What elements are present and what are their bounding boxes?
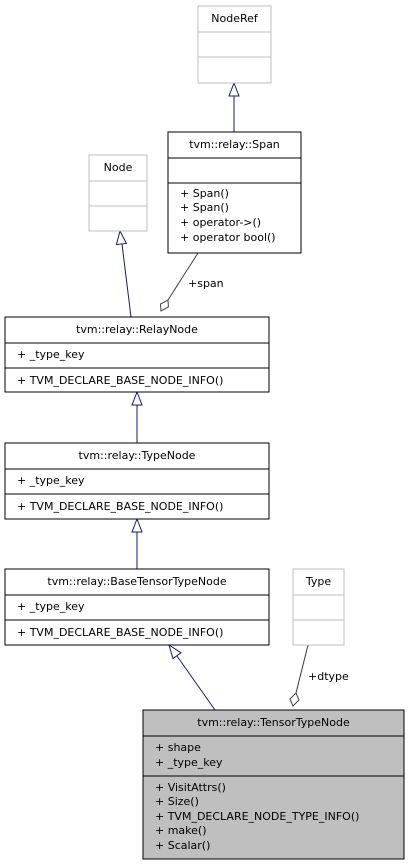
class-type-title: Type [305, 575, 331, 588]
class-basetensortypenode: tvm::relay::BaseTensorTypeNode + _type_k… [4, 568, 270, 646]
class-span-method-3: + operator bool() [180, 231, 276, 244]
class-relaynode-attr-0: + _type_key [17, 348, 85, 361]
class-span-title: tvm::relay::Span [189, 138, 280, 151]
edge-basetensortypenode-inherits-typenode [131, 517, 143, 569]
class-typenode-attr-0: + _type_key [17, 474, 85, 487]
class-tensortypenode-method-3: + make() [155, 824, 207, 837]
class-span-method-1: + Span() [180, 201, 229, 214]
class-noderef-title: NodeRef [211, 12, 259, 25]
class-basetensortypenode-method-0: + TVM_DECLARE_BASE_NODE_INFO() [17, 626, 223, 639]
class-typenode: tvm::relay::TypeNode + _type_key + TVM_D… [4, 442, 270, 520]
class-span-method-2: + operator->() [180, 216, 261, 229]
class-tensortypenode-method-2: + TVM_DECLARE_NODE_TYPE_INFO() [155, 810, 359, 823]
edge-relaynode-inherits-node [115, 229, 132, 318]
edge-tensortypenode-dtype-association: +dtype [289, 644, 349, 707]
edge-label-dtype: +dtype [308, 670, 349, 683]
class-relaynode-method-0: + TVM_DECLARE_BASE_NODE_INFO() [17, 374, 223, 387]
edge-tensortypenode-inherits-basetensortypenode [168, 643, 216, 711]
class-tensortypenode: tvm::relay::TensorTypeNode + shape + _ty… [142, 709, 405, 860]
class-relaynode: tvm::relay::RelayNode + _type_key + TVM_… [4, 316, 270, 393]
class-basetensortypenode-title: tvm::relay::BaseTensorTypeNode [47, 575, 226, 588]
class-type: Type [292, 568, 345, 646]
class-tensortypenode-attr-0: + shape [155, 741, 201, 754]
edge-relaynode-span-association: +span [159, 252, 224, 312]
class-typenode-title: tvm::relay::TypeNode [79, 449, 196, 462]
class-typenode-method-0: + TVM_DECLARE_BASE_NODE_INFO() [17, 500, 223, 513]
class-basetensortypenode-attr-0: + _type_key [17, 600, 85, 613]
class-relaynode-title: tvm::relay::RelayNode [76, 323, 198, 336]
class-tensortypenode-method-0: + VisitAttrs() [155, 781, 226, 794]
edge-typenode-inherits-relaynode [131, 390, 143, 443]
class-tensortypenode-method-1: + Size() [155, 795, 199, 808]
class-node-title: Node [104, 161, 133, 174]
class-tensortypenode-attr-1: + _type_key [155, 756, 223, 769]
class-node: Node [88, 154, 148, 232]
class-tensortypenode-title: tvm::relay::TensorTypeNode [197, 716, 350, 729]
edge-label-span: +span [188, 277, 224, 290]
class-noderef: NodeRef [197, 5, 272, 84]
edge-span-inherits-noderef [228, 81, 240, 132]
class-tensortypenode-method-4: + Scalar() [155, 839, 210, 852]
class-span: tvm::relay::Span + Span() + Span() + ope… [167, 131, 302, 254]
class-span-method-0: + Span() [180, 187, 229, 200]
